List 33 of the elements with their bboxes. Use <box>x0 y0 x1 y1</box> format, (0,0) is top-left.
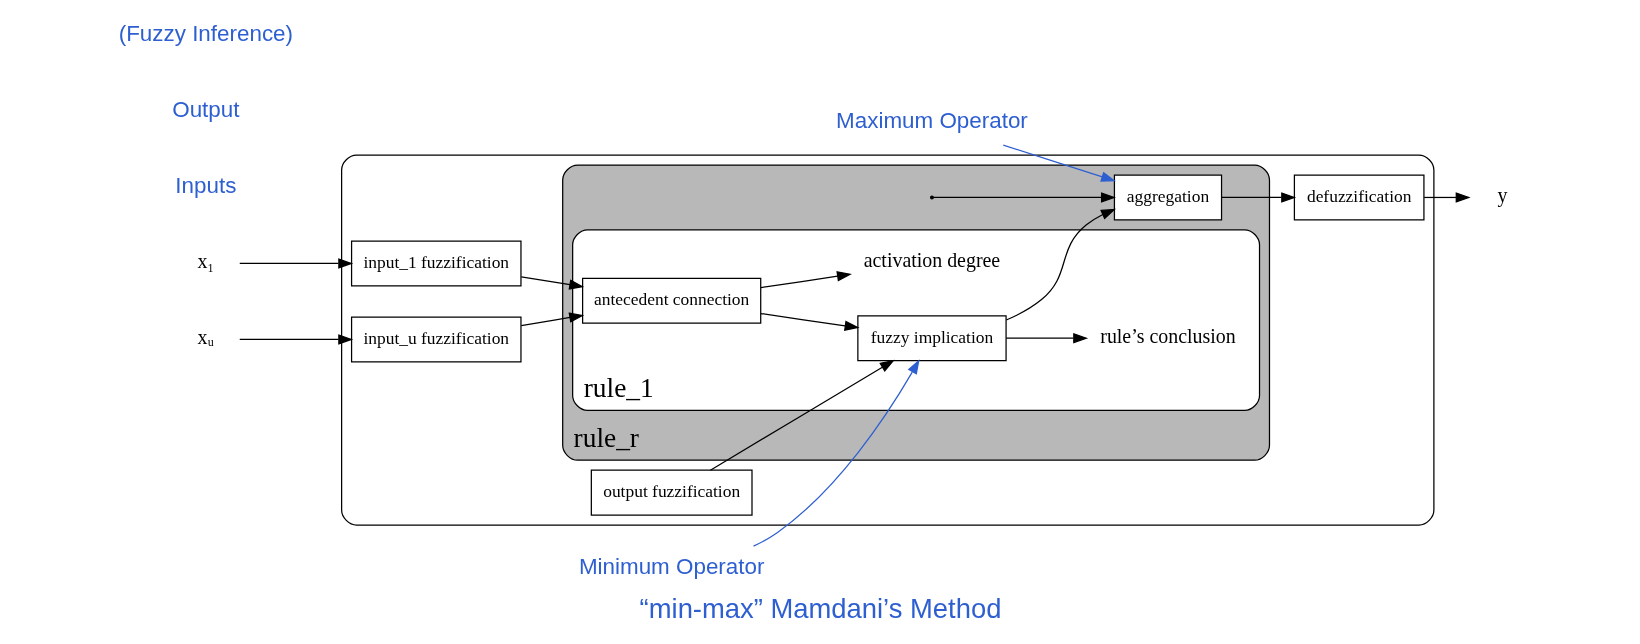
arrow <box>759 312 860 331</box>
cluster <box>340 154 1434 526</box>
arrow <box>932 192 1116 203</box>
arrow <box>709 359 895 471</box>
arrow <box>1220 192 1296 203</box>
node-text: Maximum Operator <box>835 108 1028 134</box>
node-text: Minimum Operator <box>578 554 764 580</box>
node-box: input_u fuzzification <box>350 316 522 363</box>
arrow <box>1002 144 1116 182</box>
arrow <box>1423 192 1471 203</box>
arrow <box>238 334 353 345</box>
label: Inputs <box>174 172 236 198</box>
node-text: activation degree <box>863 248 1000 271</box>
node-box: defuzzification <box>1293 174 1425 221</box>
label: (Fuzzy Inference) <box>118 21 293 47</box>
node-box: fuzzy implication <box>856 315 1007 362</box>
arrow <box>1005 208 1116 321</box>
label: Output <box>171 97 239 122</box>
node-text: x₁ <box>196 250 214 273</box>
node-box: output fuzzification <box>590 469 753 516</box>
node-box: antecedent connection <box>581 277 761 324</box>
node-text: y <box>1496 184 1507 207</box>
arrow <box>238 258 353 269</box>
arrow <box>759 271 852 289</box>
node-text: rule’s conclusion <box>1099 324 1236 347</box>
arrow <box>752 359 920 547</box>
arrow <box>520 276 584 290</box>
node-box: aggregation <box>1113 174 1222 221</box>
arrow <box>520 312 584 327</box>
node-box: input_1 fuzzification <box>350 240 522 287</box>
node-text: xᵤ <box>197 326 214 349</box>
caption: “min-max” Mamdani’s Method <box>639 592 1001 624</box>
arrow <box>1005 332 1088 344</box>
